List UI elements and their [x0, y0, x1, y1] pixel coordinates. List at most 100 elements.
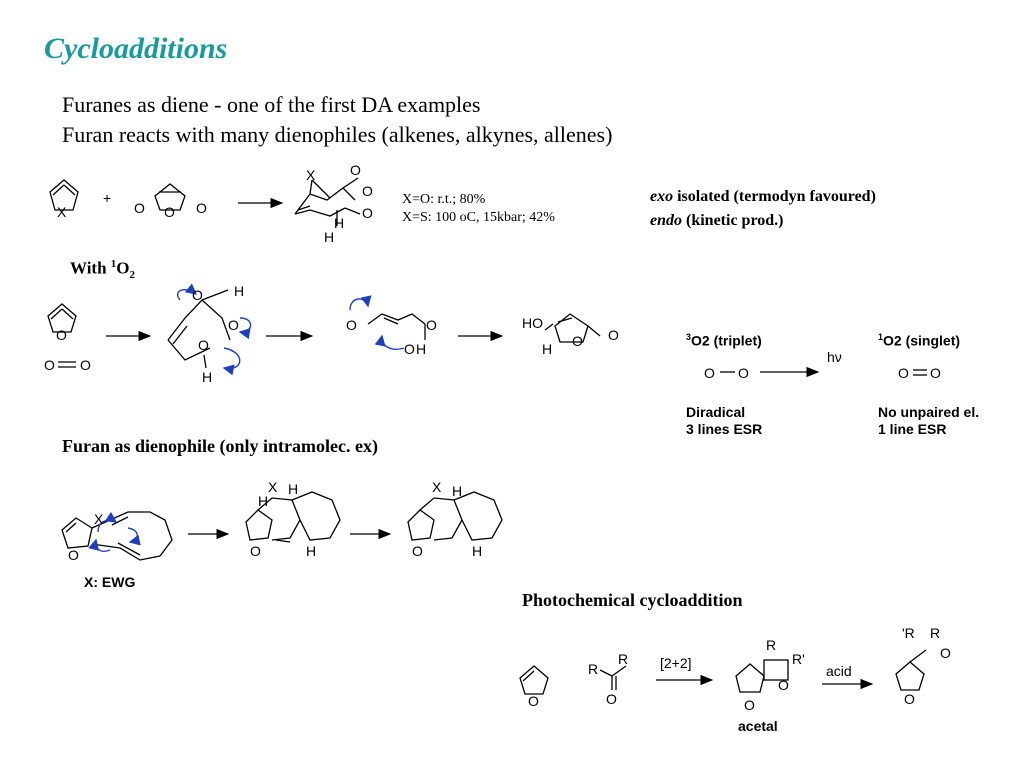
- exo-note-text: isolated (termodyn favoured): [673, 188, 876, 205]
- page-title: Cycloadditions: [44, 32, 228, 65]
- singlet-text: O2 (singlet): [883, 332, 961, 349]
- oxetane-structure: [735, 659, 789, 693]
- svg-text:H: H: [288, 481, 298, 497]
- heading-o: O: [116, 258, 130, 278]
- da-adduct-structure: [294, 177, 361, 226]
- furan-photo-structure: [519, 665, 549, 695]
- endo-note: endo (kinetic prod.): [650, 212, 783, 230]
- svg-text:H: H: [202, 369, 212, 385]
- svg-text:R: R: [766, 637, 776, 653]
- endoperoxide-structure: [167, 289, 231, 369]
- label-2plus2: [2+2]: [660, 655, 692, 671]
- svg-text:O: O: [196, 200, 207, 216]
- svg-text:H: H: [334, 215, 344, 231]
- endo-note-text: (kinetic prod.): [682, 212, 784, 229]
- svg-text:X: X: [94, 511, 104, 527]
- svg-text:O: O: [608, 327, 619, 343]
- furan-structure: [47, 303, 77, 333]
- photo-heading: Photochemical cycloaddition: [522, 590, 743, 610]
- tricyclic-product-structure: [407, 491, 503, 541]
- svg-text:O: O: [134, 200, 145, 216]
- svg-text:R': R': [792, 651, 805, 667]
- svg-text:H: H: [234, 283, 244, 299]
- svg-text:O: O: [404, 341, 415, 357]
- svg-text:O: O: [346, 317, 357, 333]
- heading-sub: 2: [129, 269, 136, 282]
- esr1-label: 1 line ESR: [878, 421, 947, 437]
- svg-text:H: H: [416, 341, 426, 357]
- svg-text:O: O: [80, 357, 91, 373]
- condition-x-s: X=S: 100 oC, 15kbar; 42%: [402, 210, 555, 225]
- exo-note: exo isolated (termodyn favoured): [650, 188, 876, 206]
- hv-label: hν: [827, 349, 842, 365]
- svg-text:H: H: [306, 543, 316, 559]
- svg-text:H: H: [542, 341, 552, 357]
- diradical-label: Diradical: [686, 404, 746, 420]
- heading-sup: 1: [110, 258, 117, 270]
- svg-text:O: O: [744, 697, 755, 713]
- with-text: With: [70, 258, 111, 278]
- svg-text:O: O: [350, 162, 361, 178]
- svg-text:O: O: [250, 543, 261, 559]
- dicarbonyl-structure: [367, 313, 426, 340]
- label-acid: acid: [826, 663, 852, 679]
- furanyl-carbinol-structure: [895, 649, 927, 691]
- svg-text:O: O: [930, 365, 941, 381]
- svg-text:O: O: [606, 691, 617, 707]
- triplet-text: O2 (triplet): [691, 332, 762, 349]
- condition-x-o: X=O: r.t.; 80%: [402, 192, 486, 207]
- svg-text:H: H: [258, 493, 268, 509]
- svg-text:H: H: [452, 483, 462, 499]
- svg-text:O: O: [898, 365, 909, 381]
- svg-text:O: O: [362, 205, 373, 221]
- svg-text:H: H: [472, 543, 482, 559]
- svg-text:O: O: [44, 357, 55, 373]
- svg-text:O: O: [426, 317, 437, 333]
- plus-sign: +: [103, 190, 111, 206]
- svg-text:H: H: [324, 229, 334, 245]
- svg-text:R: R: [618, 651, 628, 667]
- svg-text:O: O: [198, 337, 209, 353]
- svg-text:O: O: [412, 543, 423, 559]
- svg-text:R: R: [588, 661, 598, 677]
- svg-text:O: O: [940, 645, 951, 661]
- tricyclic-intermediate-structure: [245, 491, 341, 543]
- svg-text:O: O: [362, 183, 373, 199]
- svg-text:O: O: [164, 204, 175, 220]
- svg-text:O: O: [192, 287, 203, 303]
- esr3-label: 3 lines ESR: [686, 421, 763, 437]
- svg-text:O: O: [738, 365, 749, 381]
- singlet-oxygen-heading: With 1O2: [70, 258, 135, 281]
- svg-text:X: X: [268, 479, 278, 495]
- svg-text:O: O: [572, 333, 583, 349]
- acetal-label: acetal: [738, 718, 778, 734]
- svg-text:O: O: [68, 547, 79, 563]
- dienophile-heading: Furan as dienophile (only intramolec. ex…: [62, 436, 378, 456]
- singlet-label: 1O2 (singlet): [878, 332, 961, 349]
- svg-text:R: R: [930, 625, 940, 641]
- svg-text:X: X: [432, 479, 442, 495]
- endo-word: endo: [650, 212, 682, 229]
- no-unpaired-label: No unpaired el.: [878, 404, 980, 420]
- maleic-anhydride-structure: [154, 183, 186, 211]
- svg-text:O: O: [778, 677, 789, 693]
- svg-text:O: O: [528, 693, 539, 709]
- svg-text:O: O: [704, 365, 715, 381]
- intro-line-2: Furan reacts with many dienophiles (alke…: [62, 122, 613, 147]
- svg-text:O: O: [56, 327, 67, 343]
- triplet-label: 3O2 (triplet): [686, 332, 762, 349]
- svg-text:X: X: [306, 167, 316, 183]
- ewg-label: X: EWG: [84, 574, 136, 590]
- svg-text:O: O: [228, 317, 239, 333]
- furan-x-structure: [49, 179, 79, 211]
- svg-text:X: X: [57, 204, 67, 220]
- intro-line-1: Furanes as diene - one of the first DA e…: [62, 92, 481, 117]
- hydroxybutenolide-structure: [544, 313, 601, 343]
- furan-tethered-structure: [61, 511, 173, 561]
- exo-word: exo: [650, 188, 674, 205]
- carbonyl-structure: [599, 665, 627, 690]
- svg-text:HO: HO: [522, 315, 543, 331]
- svg-text:'R: 'R: [902, 625, 915, 641]
- svg-text:O: O: [904, 691, 915, 707]
